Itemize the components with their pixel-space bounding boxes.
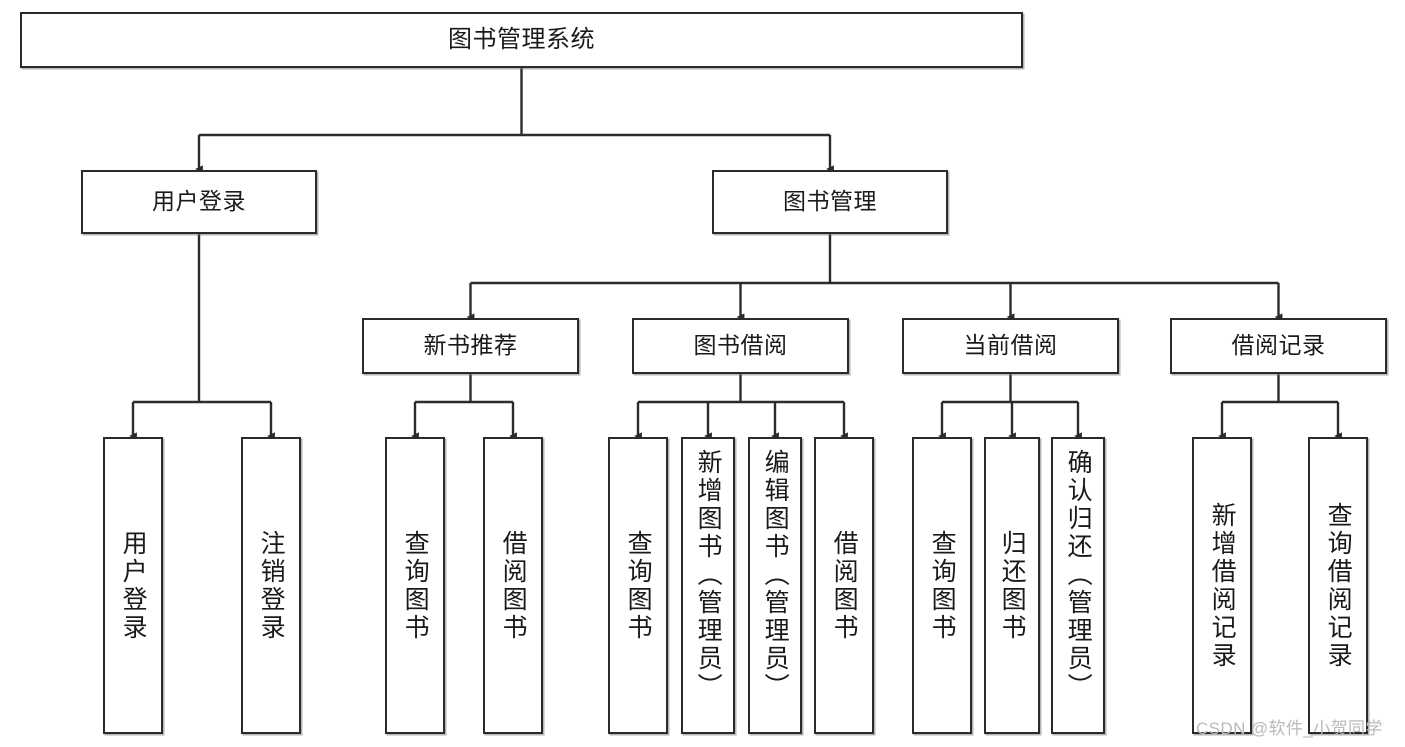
csdn-watermark: CSDN @软件_小贺同学 [1196, 719, 1383, 738]
node-label-new-book-rec: 新书推荐 [423, 332, 518, 359]
node-label-leaf-borrow-book-2: 借阅图书 [830, 529, 859, 642]
node-borrow-record[interactable]: 借阅记录 [1170, 318, 1387, 374]
node-leaf-query-record[interactable]: 查询借阅记录 [1308, 437, 1368, 734]
node-label-borrow-record: 借阅记录 [1231, 332, 1326, 359]
node-leaf-query-book-1[interactable]: 查询图书 [385, 437, 445, 734]
node-label-book-borrow: 图书借阅 [693, 332, 788, 359]
node-label-leaf-confirm-return: 确认归还（管理员） [1064, 449, 1093, 701]
node-label-leaf-borrow-book-1: 借阅图书 [499, 529, 528, 642]
node-label-leaf-query-book-2: 查询图书 [624, 529, 653, 642]
node-label-book-manage: 图书管理 [783, 188, 877, 215]
node-root[interactable]: 图书管理系统 [20, 12, 1023, 68]
node-label-user-login: 用户登录 [152, 188, 246, 215]
node-leaf-confirm-return[interactable]: 确认归还（管理员） [1051, 437, 1105, 734]
node-leaf-query-book-2[interactable]: 查询图书 [608, 437, 668, 734]
node-current-borrow[interactable]: 当前借阅 [902, 318, 1119, 374]
node-label-leaf-user-login: 用户登录 [119, 529, 148, 642]
node-leaf-logout[interactable]: 注销登录 [241, 437, 301, 734]
node-leaf-edit-book[interactable]: 编辑图书（管理员） [748, 437, 802, 734]
node-label-current-borrow: 当前借阅 [963, 332, 1058, 359]
node-leaf-add-record[interactable]: 新增借阅记录 [1192, 437, 1252, 734]
node-label-leaf-query-record: 查询借阅记录 [1324, 501, 1353, 670]
node-user-login[interactable]: 用户登录 [81, 170, 317, 234]
node-label-leaf-add-record: 新增借阅记录 [1208, 501, 1237, 670]
node-leaf-return-book[interactable]: 归还图书 [984, 437, 1040, 734]
node-label-leaf-query-book-3: 查询图书 [928, 529, 957, 642]
node-leaf-add-book[interactable]: 新增图书（管理员） [681, 437, 735, 734]
node-leaf-user-login[interactable]: 用户登录 [103, 437, 163, 734]
node-leaf-borrow-book-2[interactable]: 借阅图书 [814, 437, 874, 734]
node-label-leaf-logout: 注销登录 [257, 529, 286, 642]
node-label-leaf-return-book: 归还图书 [998, 529, 1027, 642]
node-book-borrow[interactable]: 图书借阅 [632, 318, 849, 374]
node-label-root: 图书管理系统 [448, 25, 595, 53]
node-label-leaf-query-book-1: 查询图书 [401, 529, 430, 642]
node-new-book-rec[interactable]: 新书推荐 [362, 318, 579, 374]
node-book-manage[interactable]: 图书管理 [712, 170, 948, 234]
node-label-leaf-add-book: 新增图书（管理员） [694, 449, 723, 701]
node-label-leaf-edit-book: 编辑图书（管理员） [761, 449, 790, 701]
node-leaf-borrow-book-1[interactable]: 借阅图书 [483, 437, 543, 734]
node-leaf-query-book-3[interactable]: 查询图书 [912, 437, 972, 734]
